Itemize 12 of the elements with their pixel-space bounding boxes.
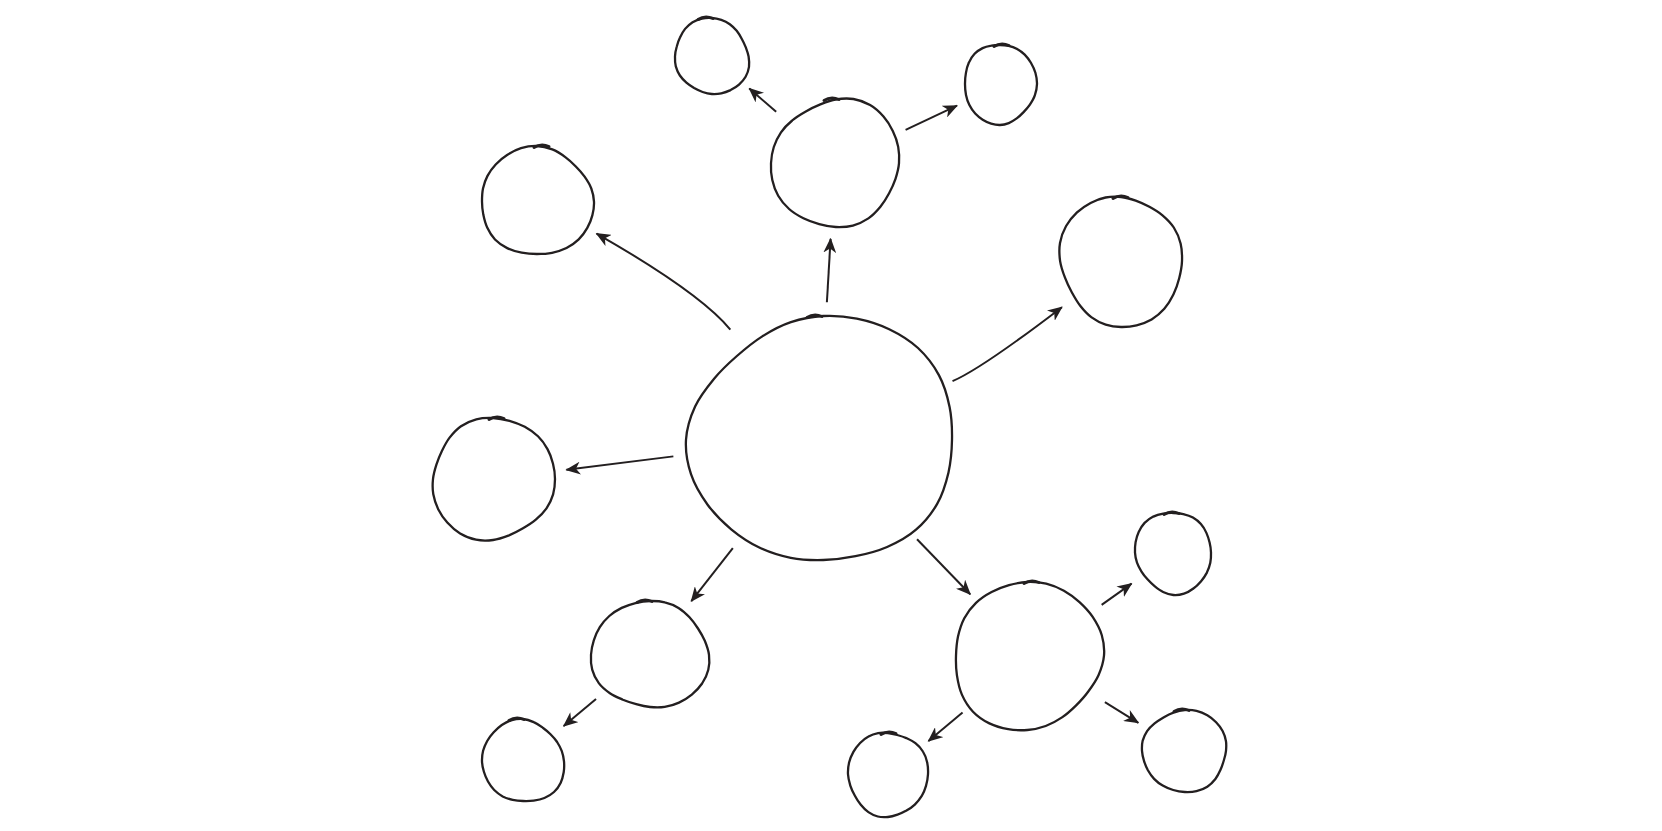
arrow [904, 104, 958, 131]
arrow [823, 237, 837, 304]
arrow [1100, 582, 1133, 606]
arrow [565, 455, 675, 475]
arrow [595, 232, 732, 331]
arrow [562, 698, 598, 728]
arrow [1103, 701, 1140, 724]
arrow [927, 711, 964, 743]
arrow [690, 547, 734, 603]
arrow [748, 87, 778, 113]
arrow [951, 306, 1063, 383]
arrow [916, 538, 972, 596]
